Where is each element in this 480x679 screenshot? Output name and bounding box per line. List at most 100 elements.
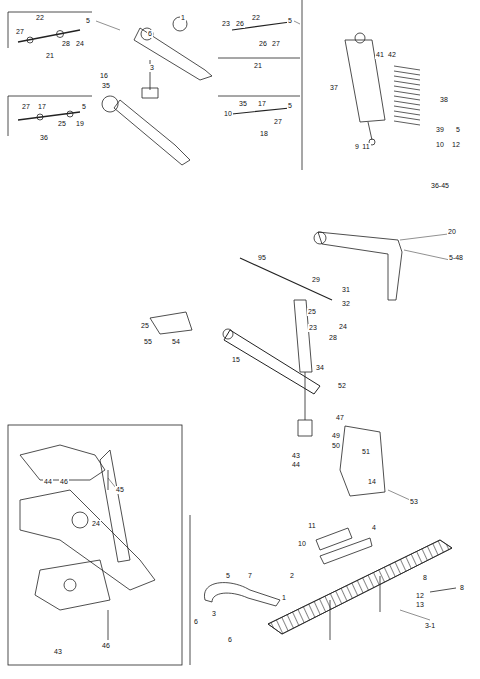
callout-number: 3-1 xyxy=(424,622,436,630)
callout-number: 4 xyxy=(371,524,377,532)
callout-number: 16 xyxy=(99,72,109,80)
callout-number: 5-48 xyxy=(448,254,464,262)
callout-number: 27 xyxy=(271,40,281,48)
callout-number: 54 xyxy=(171,338,181,346)
callout-number: 43 xyxy=(53,648,63,656)
wear-strip xyxy=(320,538,372,564)
callout-number: 5 xyxy=(81,103,87,111)
callout-number: 21 xyxy=(45,52,55,60)
divider-line xyxy=(302,0,303,170)
callout-number: 25 xyxy=(307,308,317,316)
pivot-bushing xyxy=(223,329,233,339)
callout-number: 10 xyxy=(223,110,233,118)
rail-front-curl xyxy=(204,583,280,606)
link-plate xyxy=(340,426,385,496)
pivot-bushing xyxy=(314,232,326,244)
callout-number: 7 xyxy=(247,572,253,580)
callout-number: 47 xyxy=(335,414,345,422)
inset-bracket xyxy=(218,96,300,97)
inset-frame xyxy=(8,425,182,665)
callout-number: 5 xyxy=(287,102,293,110)
callout-number: 1 xyxy=(281,594,287,602)
callout-number: 44 xyxy=(43,478,53,486)
callout-number: 24 xyxy=(338,323,348,331)
callout-number: 23 xyxy=(308,324,318,332)
callout-number: 29 xyxy=(311,276,321,284)
idler-arm xyxy=(134,28,212,80)
callout-number: 42 xyxy=(387,51,397,59)
callout-number: 17 xyxy=(37,103,47,111)
callout-number: 9 xyxy=(354,143,360,151)
callout-number: 55 xyxy=(143,338,153,346)
callout-number: 8 xyxy=(422,574,428,582)
callout-number: 28 xyxy=(328,334,338,342)
callout-number: 6 xyxy=(227,636,233,644)
callout-number: 28 xyxy=(61,40,71,48)
inset-bracket xyxy=(8,12,92,48)
rod xyxy=(240,258,332,300)
callout-number: 35 xyxy=(238,100,248,108)
callout-number: 52 xyxy=(337,382,347,390)
callout-number: 11 xyxy=(307,522,316,530)
callout-number: 22 xyxy=(251,14,261,22)
callout-number: 34 xyxy=(315,364,325,372)
washer xyxy=(37,114,43,120)
callout-number: 53 xyxy=(409,498,419,506)
callout-number: 22 xyxy=(35,14,45,22)
rail-stud xyxy=(330,576,380,640)
callout-number: 10 xyxy=(435,141,445,149)
callout-number: 12 xyxy=(415,592,425,600)
callout-number: 18 xyxy=(259,130,269,138)
callout-number: 32 xyxy=(341,300,351,308)
callout-number: 3 xyxy=(149,64,155,72)
callout-number: 49 xyxy=(331,432,341,440)
callout-number: 44 xyxy=(291,461,301,469)
bushing xyxy=(57,31,64,38)
bolt xyxy=(430,588,456,592)
callout-number: 38 xyxy=(439,96,449,104)
callout-number: 46 xyxy=(59,478,69,486)
callout-number: 25 xyxy=(140,322,150,330)
slide-rail xyxy=(268,540,452,634)
callout-number: 31 xyxy=(341,286,351,294)
callout-number: 24 xyxy=(75,40,85,48)
washer xyxy=(27,37,33,43)
callout-number: 26 xyxy=(258,40,268,48)
callout-number: 17 xyxy=(257,100,267,108)
callout-number: 39 xyxy=(435,126,445,134)
callout-number: 95 xyxy=(257,254,267,262)
shock-rod xyxy=(298,372,312,436)
callout-number: 5 xyxy=(455,126,461,134)
callout-number: 26 xyxy=(235,20,245,28)
inset-bracket xyxy=(8,96,92,136)
callout-number: 41 xyxy=(375,51,385,59)
divider-line xyxy=(190,515,191,665)
front-arm xyxy=(224,330,320,394)
callout-number: 8 xyxy=(459,584,465,592)
shock-absorber xyxy=(345,33,385,145)
axle xyxy=(232,22,290,114)
rear-arm xyxy=(318,232,402,300)
callout-number: 20 xyxy=(447,228,457,236)
callout-number: 13 xyxy=(415,601,425,609)
lower-arm xyxy=(114,100,190,165)
coil-spring xyxy=(394,66,420,125)
callout-number: 6 xyxy=(193,618,199,626)
callout-number: 12 xyxy=(451,141,461,149)
callout-number: 2 xyxy=(289,572,295,580)
callout-number: 50 xyxy=(331,442,341,450)
axle xyxy=(18,112,80,120)
callout-number: 14 xyxy=(367,478,377,486)
callout-number: 23 xyxy=(221,20,231,28)
callout-number: 51 xyxy=(361,448,371,456)
slide-rail xyxy=(268,540,452,634)
callout-number: 19 xyxy=(75,120,85,128)
inset-bracket xyxy=(218,58,300,59)
callout-number: 15 xyxy=(231,356,241,364)
callout-number: 36-45 xyxy=(430,182,450,190)
bracket xyxy=(142,60,158,98)
pivot-bushing xyxy=(141,28,153,40)
callout-number: 27 xyxy=(21,103,31,111)
